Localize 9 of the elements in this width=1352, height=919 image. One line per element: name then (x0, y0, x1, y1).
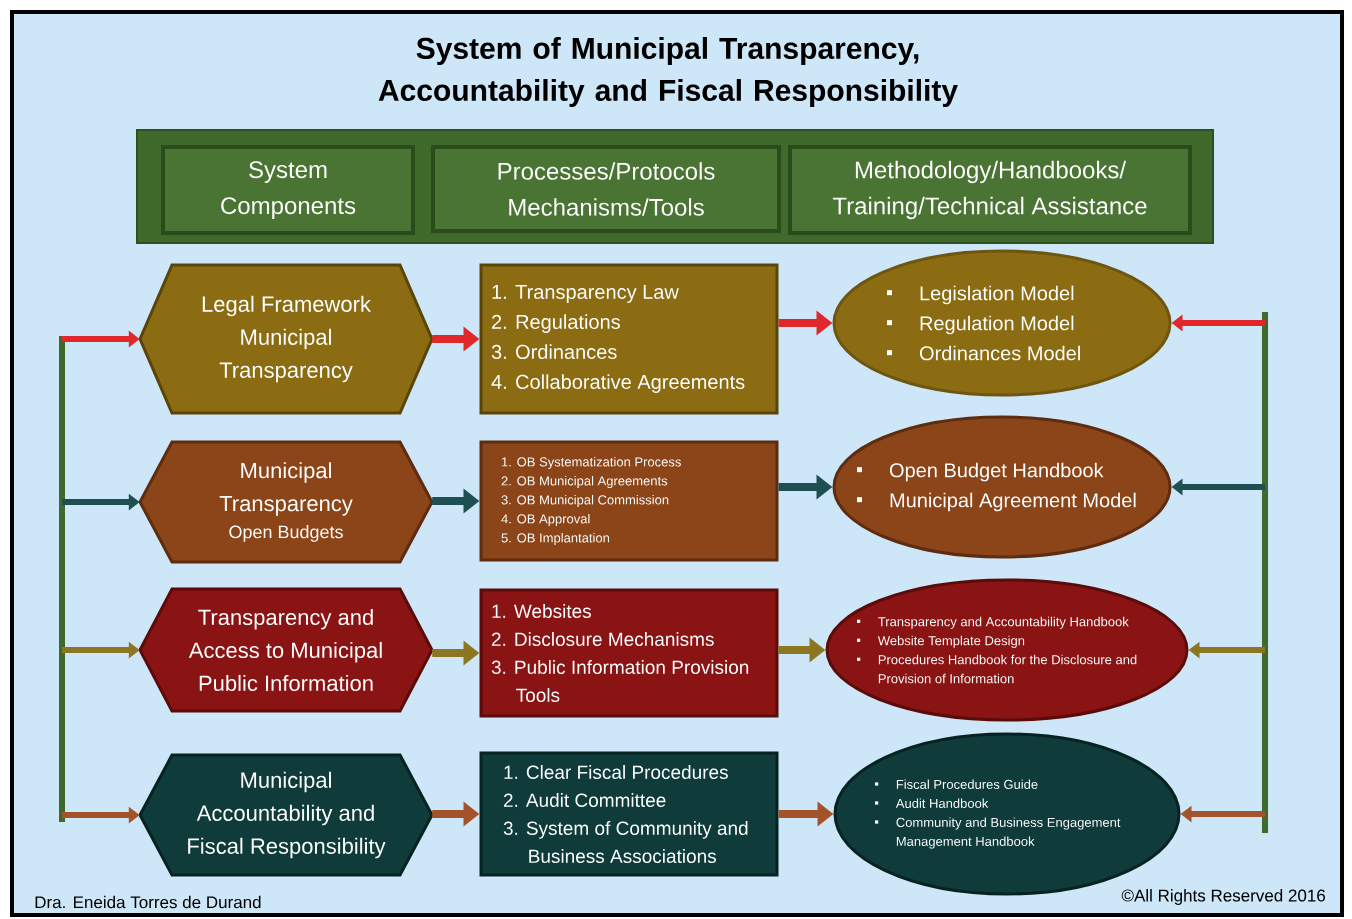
process-box: 1. OB Systematization Process 2. OB Municipal Agreements 3. OB Municipal Commission 4. OB Approval 5. OB Implantation (479, 440, 779, 562)
credit-text: Dra. Eneida Torres de Durand (35, 895, 261, 909)
process-box: 1. Transparency Law 2. Regulations 3. Ordinances 4. Collaborative Agreements (479, 263, 779, 415)
process-box: 1. Websites 2. Disclosure Mechanisms 3. Public Information Provision Tools (479, 588, 779, 718)
column-header: Methodology/Handbooks/ Training/Technical Assistance (788, 145, 1192, 235)
process-box: 1. Clear Fiscal Procedures 2. Audit Committee 3. System of Community and Business Associations (479, 751, 779, 877)
title: System of Municipal Transparency, Accountability and Fiscal Responsibility (378, 37, 958, 107)
column-header: Processes/Protocols Mechanisms/Tools (431, 145, 781, 233)
column-header: System Components (161, 145, 415, 235)
